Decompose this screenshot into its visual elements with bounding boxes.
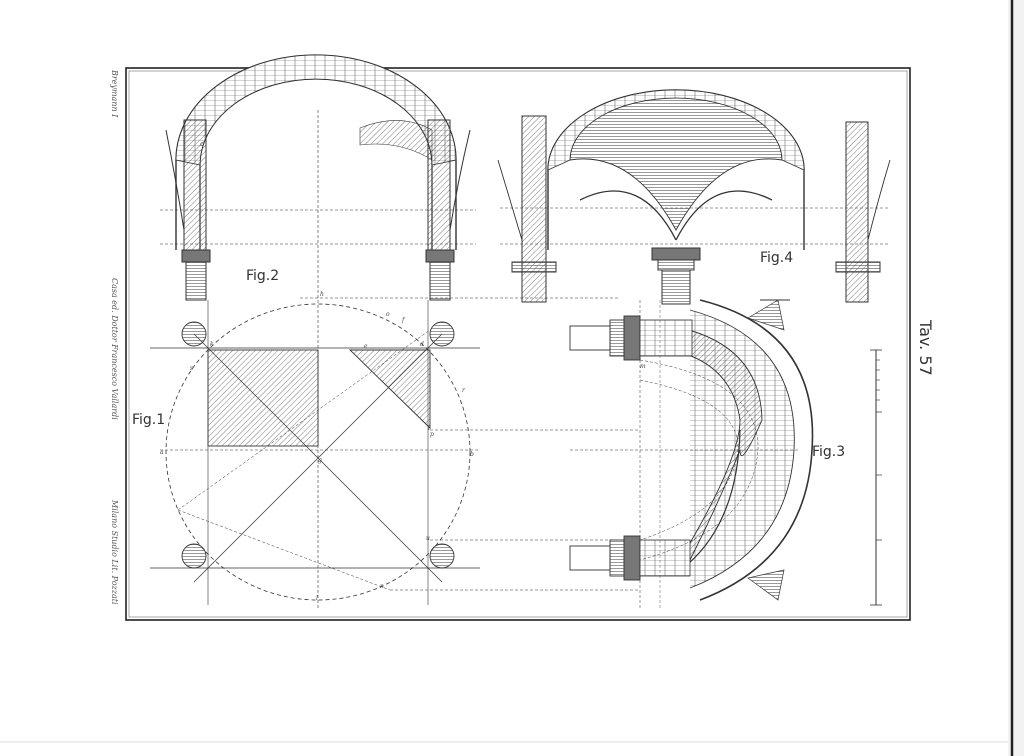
side-credit-top: Breymann I <box>110 69 119 118</box>
side-credit-bottom: Milano Studio Lit. Pozzati <box>110 499 119 605</box>
point-label: s <box>190 365 193 372</box>
fig2-label: Fig.2 <box>246 268 279 284</box>
point-label: i <box>428 425 430 432</box>
fig2-elevation <box>160 54 476 301</box>
point-label: k <box>210 341 214 348</box>
point-label: r <box>462 387 466 394</box>
point-label: p <box>430 431 434 438</box>
fig4-elevation <box>497 89 891 305</box>
point-label: a <box>160 449 164 456</box>
point-label: u <box>426 535 430 542</box>
point-label: n <box>380 583 384 590</box>
point-label: f <box>401 317 406 324</box>
fig1-label: Fig.1 <box>132 412 165 428</box>
fig3-label: Fig.3 <box>812 444 845 460</box>
point-label: c <box>200 141 204 148</box>
point-label: h <box>320 291 324 298</box>
scale-bar <box>870 349 882 606</box>
point-label: o <box>386 311 390 318</box>
fig3-half-plan <box>569 299 814 610</box>
point-label: g <box>318 457 322 464</box>
point-label: m <box>640 363 646 370</box>
fig4-label: Fig.4 <box>760 250 793 266</box>
point-label: l <box>316 595 318 602</box>
point-labels: h a b g e f c d i k m l n o p r s u <box>160 141 646 602</box>
point-label: b <box>470 451 474 458</box>
plate-number: Tav. 57 <box>916 319 935 376</box>
side-credit-middle: Casa ed. Dottor Francesco Vallardi <box>110 278 119 420</box>
point-label: d <box>420 341 424 348</box>
plate-border <box>125 67 911 621</box>
point-label: e <box>364 343 368 350</box>
fig1-plan <box>150 110 640 610</box>
